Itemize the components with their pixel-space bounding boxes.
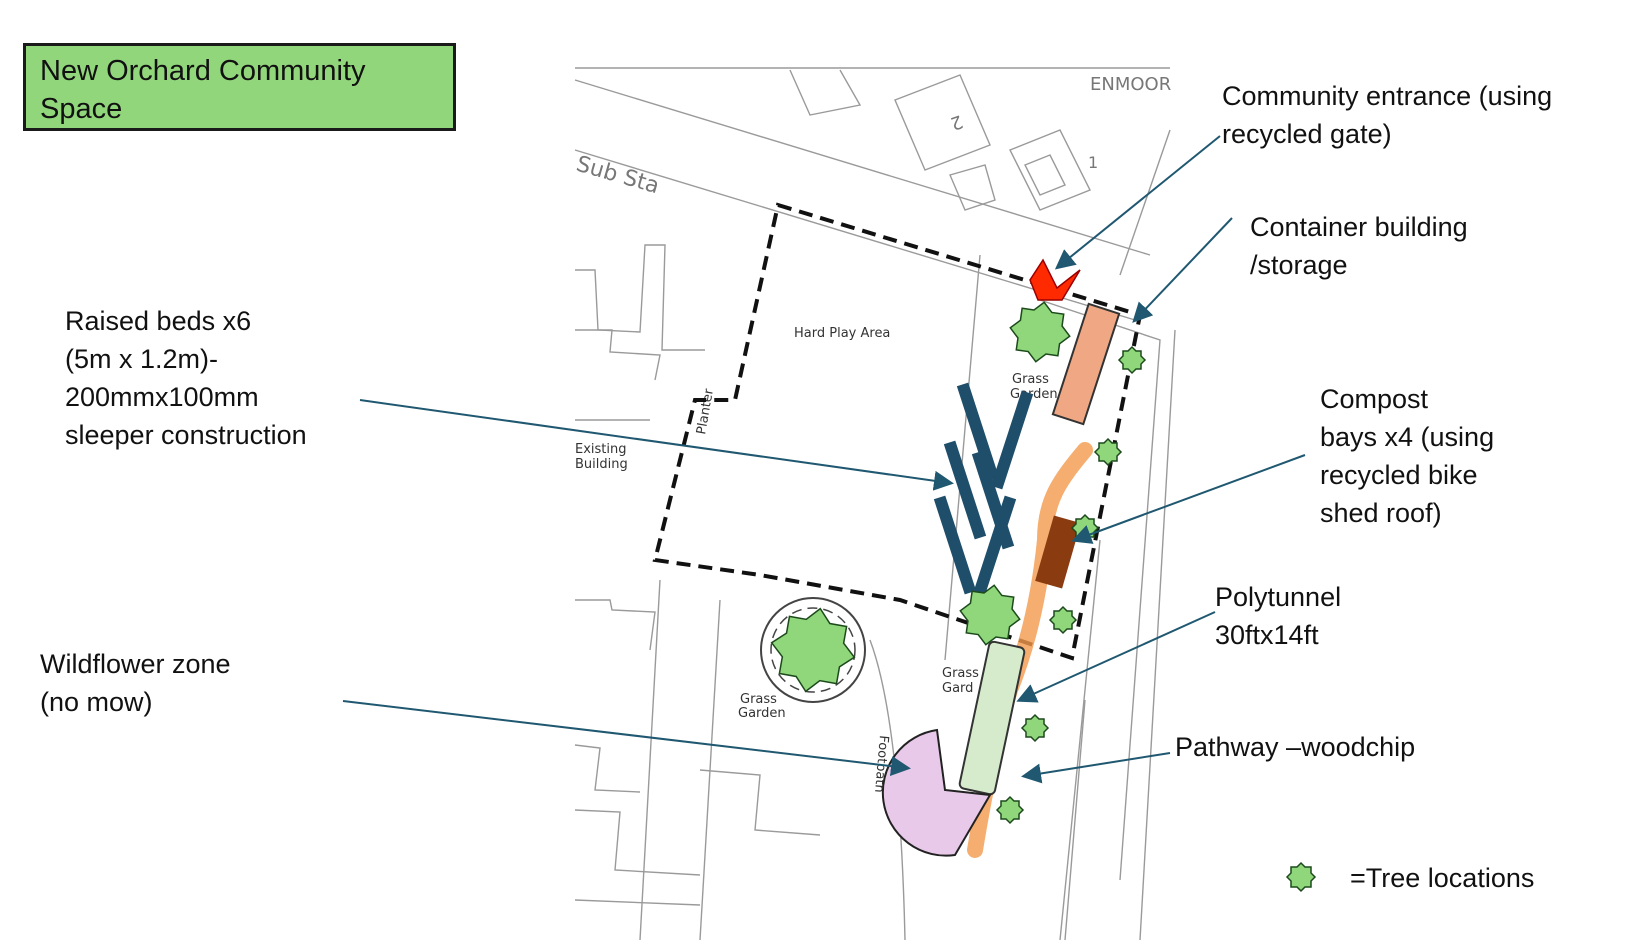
site-boundary	[652, 202, 1143, 661]
callout-container-building: Container building /storage	[1250, 212, 1468, 280]
callout-compost-bays: Compost bays x4 (using recycled bike she…	[1320, 384, 1495, 528]
raised-bed	[990, 390, 1034, 490]
raised-bed	[973, 495, 1017, 595]
arrow-compost-bays	[1071, 454, 1306, 544]
callout-polytunnel: Polytunnel 30ftx14ft	[1215, 582, 1342, 650]
existing-tree-ring-inner	[770, 607, 856, 693]
grass-garden-lower-label-1: Grass	[740, 692, 777, 707]
title-box: New Orchard Community Space	[23, 43, 456, 131]
sub-sta-label: Sub Sta	[573, 152, 662, 199]
legend-tree-star-icon	[1285, 861, 1317, 893]
tree-star-icon	[1020, 713, 1050, 743]
map-text: Hard Play Area Grass Garden Existing Bui…	[573, 74, 1171, 793]
planter-label: Planter	[694, 387, 717, 436]
raised-bed	[956, 382, 1000, 482]
house-1-label: 1	[1088, 153, 1098, 172]
tree-star-icon	[1117, 345, 1147, 375]
raised-bed	[933, 495, 977, 595]
base-map	[574, 67, 1176, 941]
arrow-polytunnel	[1016, 611, 1216, 703]
hard-play-area-label: Hard Play Area	[794, 326, 890, 341]
arrow-wildflower-zone	[342, 700, 911, 777]
tree-star-icon	[1093, 437, 1123, 467]
grass-garden-mid-label-2: Gard	[942, 681, 973, 696]
raised-beds	[933, 382, 1034, 595]
house-2-label: 2	[948, 110, 966, 134]
tree-locations	[770, 301, 1317, 893]
existing-tree-ring	[760, 597, 866, 703]
grass-garden-upper-label-1: Grass	[1012, 372, 1049, 387]
tree-star-icon	[995, 795, 1025, 825]
callout-raised-beds: Raised beds x6 (5m x 1.2m)- 200mmx100mm …	[65, 306, 307, 450]
tree-star-icon	[770, 607, 856, 693]
community-entrance-marker	[1029, 258, 1081, 301]
existing-building-label-1: Existing	[575, 442, 627, 457]
street-name-label: ENMOOR	[1090, 74, 1171, 95]
callout-community-entrance: Community entrance (using recycled gate)	[1222, 81, 1553, 149]
legend-tree-locations: =Tree locations	[1350, 863, 1535, 893]
callout-pathway: Pathway –woodchip	[1175, 732, 1416, 762]
arrow-pathway	[1021, 752, 1171, 784]
arrow-community-entrance	[1054, 135, 1221, 270]
grass-garden-lower-label-2: Garden	[738, 706, 786, 721]
grass-garden-upper-label-2: Garden	[1010, 387, 1058, 402]
tree-star-icon	[1009, 301, 1071, 363]
compost-bays	[1035, 515, 1081, 589]
callout-wildflower-zone: Wildflower zone (no mow)	[40, 649, 231, 717]
grass-garden-mid-label-1: Grass	[942, 666, 979, 681]
tree-star-icon	[1048, 605, 1078, 635]
arrow-raised-beds	[359, 399, 954, 491]
page-title: New Orchard Community Space	[40, 55, 366, 125]
tree-star-icon	[959, 584, 1021, 646]
callout-arrows	[342, 135, 1306, 784]
polytunnel	[958, 640, 1026, 796]
container-building	[1051, 302, 1121, 426]
raised-bed	[943, 440, 987, 540]
existing-building-label-2: Building	[575, 457, 628, 472]
arrow-container-building	[1132, 217, 1233, 323]
